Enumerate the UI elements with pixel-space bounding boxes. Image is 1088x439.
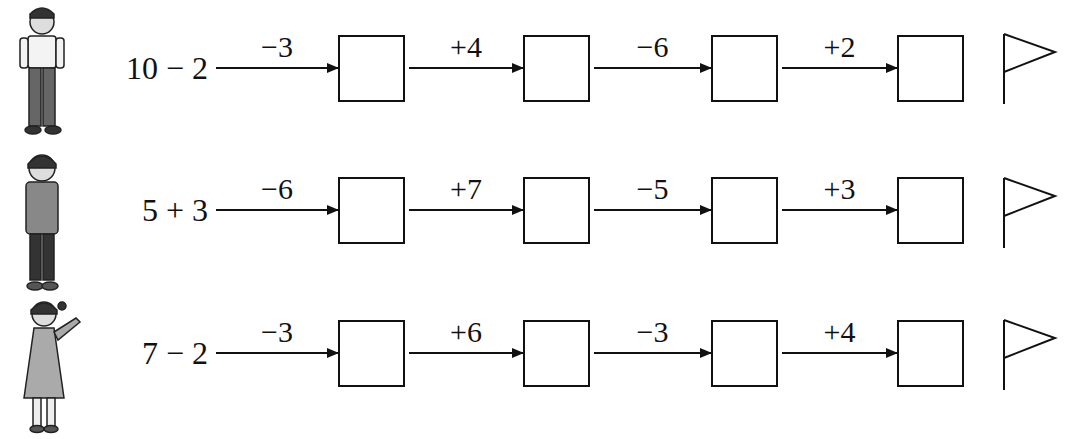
operation-label: −3 <box>259 317 295 347</box>
arrow-connector <box>216 67 338 69</box>
expression-text: 7 − 2 <box>142 335 208 371</box>
boy-figure <box>26 155 58 290</box>
answer-box <box>711 177 778 244</box>
answer-box <box>711 320 778 387</box>
operation-label: +4 <box>822 317 858 347</box>
start-expression: 10 − 2 <box>122 50 212 86</box>
arrow-connector <box>594 352 711 354</box>
answer-box <box>338 177 405 244</box>
operation-label: +7 <box>448 174 484 204</box>
start-expression: 7 − 2 <box>138 335 212 371</box>
answer-box <box>897 35 964 102</box>
answer-box <box>338 35 405 102</box>
operation-label: −5 <box>635 174 671 204</box>
answer-box <box>523 320 590 387</box>
answer-box <box>897 177 964 244</box>
arrow-connector <box>409 352 523 354</box>
flag-symbol <box>1004 34 1055 390</box>
operation-label: +4 <box>448 32 484 62</box>
arrow-connector <box>409 209 523 211</box>
expression-text: 10 − 2 <box>126 50 208 86</box>
expression-text: 5 + 3 <box>142 192 208 228</box>
girl-figure <box>24 302 80 433</box>
boy-figure <box>20 8 64 134</box>
answer-box <box>523 35 590 102</box>
operation-label: +3 <box>822 174 858 204</box>
answer-box <box>897 320 964 387</box>
operation-label: −3 <box>635 317 671 347</box>
arrow-connector <box>409 67 523 69</box>
answer-box <box>523 177 590 244</box>
arrow-connector <box>782 352 897 354</box>
arrow-connector <box>216 209 338 211</box>
operation-label: −6 <box>635 32 671 62</box>
arrow-connector <box>782 209 897 211</box>
arrow-connector <box>216 352 338 354</box>
arrow-connector <box>594 67 711 69</box>
operation-label: +2 <box>822 32 858 62</box>
answer-box <box>711 35 778 102</box>
operation-label: −6 <box>259 174 295 204</box>
start-expression: 5 + 3 <box>138 192 212 228</box>
arrow-connector <box>782 67 897 69</box>
operation-label: +6 <box>448 317 484 347</box>
answer-box <box>338 320 405 387</box>
arrow-connector <box>594 209 711 211</box>
operation-label: −3 <box>259 32 295 62</box>
